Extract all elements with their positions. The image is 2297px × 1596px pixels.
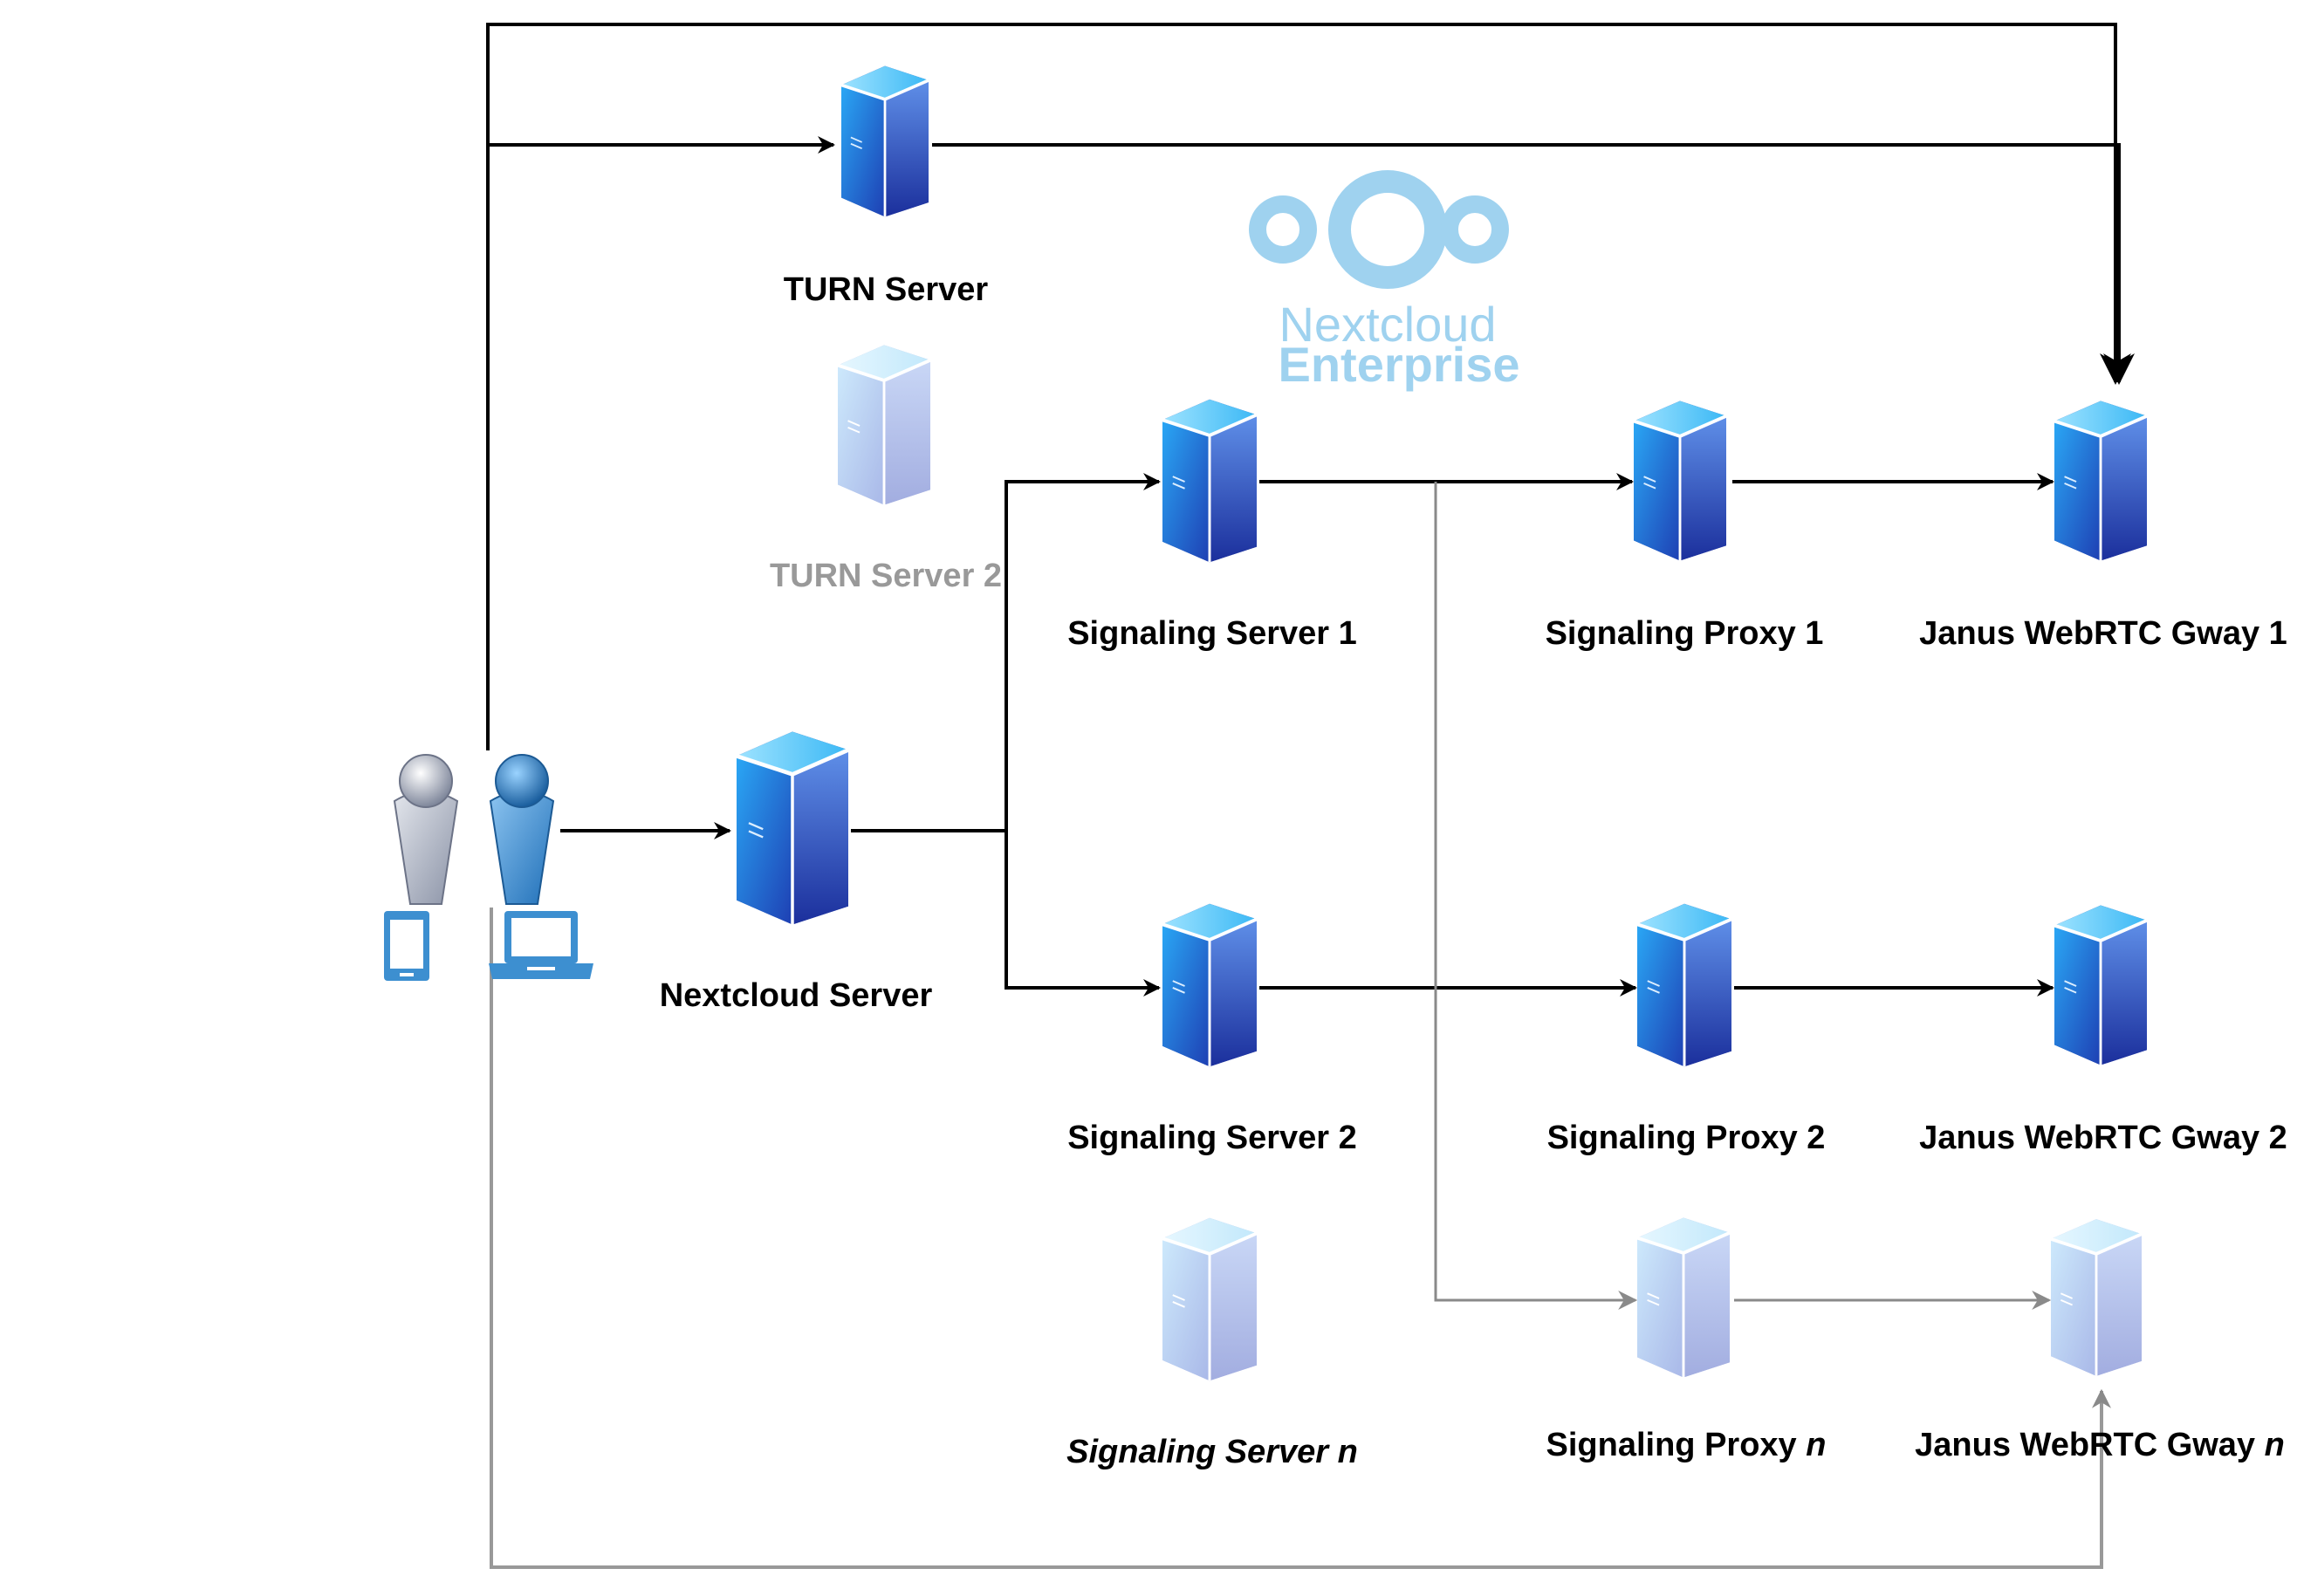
labels: TURN Server TURN Server 2 Nextcloud Serv… bbox=[660, 271, 2287, 1470]
signaling-proxy-n-label-suffix: n bbox=[1806, 1427, 1826, 1463]
signaling-proxy-n-label: Signaling Proxy n bbox=[1546, 1427, 1827, 1463]
janus-gway-2-label: Janus WebRTC Gway 2 bbox=[1919, 1120, 2287, 1156]
janus-gway-n-label-suffix: n bbox=[2265, 1427, 2285, 1463]
client-to-janus-n-connector bbox=[490, 908, 2111, 1569]
nextcloud-logo-icon bbox=[1249, 170, 1509, 289]
mobile-phone-icon bbox=[384, 911, 429, 981]
signaling-server-n-icon bbox=[1162, 1216, 1257, 1382]
signaling-server-n-label: Signaling Server n bbox=[1066, 1434, 1358, 1470]
turn-server-icon bbox=[841, 64, 929, 219]
connectors bbox=[486, 23, 2135, 1569]
janus-gway-n-label: Janus WebRTC Gway n bbox=[1915, 1427, 2285, 1463]
signaling-proxy-1-label: Signaling Proxy 1 bbox=[1546, 615, 1824, 652]
turn-server-2-label: TURN Server 2 bbox=[770, 558, 1002, 594]
servers bbox=[737, 64, 2147, 1382]
signaling-server-1-label: Signaling Server 1 bbox=[1067, 615, 1357, 652]
brand-line-2: Enterprise bbox=[1279, 337, 1520, 392]
signaling-server-1-icon bbox=[1162, 398, 1257, 564]
signaling-server-2-icon bbox=[1162, 902, 1257, 1068]
signaling-proxy-1-icon bbox=[1634, 399, 1726, 563]
blue-user-icon bbox=[489, 754, 555, 905]
signaling-server-n-label-suffix: n bbox=[1338, 1434, 1358, 1470]
signaling-1-to-proxy-n-connector bbox=[1434, 482, 1638, 1310]
nextcloud-server-label: Nextcloud Server bbox=[660, 977, 933, 1014]
nextcloud-to-signaling-1-connector bbox=[851, 473, 1161, 832]
signaling-proxy-2-icon bbox=[1637, 902, 1731, 1068]
janus-gway-n-label-prefix: Janus WebRTC Gway bbox=[1915, 1427, 2265, 1463]
gray-user-icon bbox=[393, 754, 459, 905]
turn-server-2-icon bbox=[838, 344, 930, 506]
signaling-server-n-label-prefix: Signaling Server bbox=[1066, 1434, 1337, 1470]
janus-gway-1-label: Janus WebRTC Gway 1 bbox=[1919, 615, 2287, 652]
signaling-proxy-n-icon bbox=[1637, 1216, 1730, 1379]
nextcloud-server-icon bbox=[737, 731, 848, 924]
turn-to-janus-1-connector bbox=[932, 143, 2135, 385]
janus-gway-2-icon bbox=[2054, 903, 2147, 1067]
brand-line-1: Nextcloud bbox=[1279, 297, 1496, 352]
janus-gway-1-icon bbox=[2054, 399, 2147, 563]
signaling-proxy-n-label-prefix: Signaling Proxy bbox=[1546, 1427, 1807, 1463]
nextcloud-enterprise-logo: Nextcloud Enterprise bbox=[1249, 170, 1520, 392]
nextcloud-to-signaling-2-connector bbox=[1005, 831, 1161, 997]
client-to-janus-1-connector bbox=[486, 23, 2131, 750]
janus-gway-n-icon bbox=[2051, 1217, 2142, 1378]
turn-server-label: TURN Server bbox=[784, 271, 989, 308]
clients bbox=[384, 754, 593, 981]
laptop-icon bbox=[489, 911, 593, 979]
signaling-server-2-label: Signaling Server 2 bbox=[1067, 1120, 1357, 1156]
signaling-proxy-2-label: Signaling Proxy 2 bbox=[1547, 1120, 1826, 1156]
